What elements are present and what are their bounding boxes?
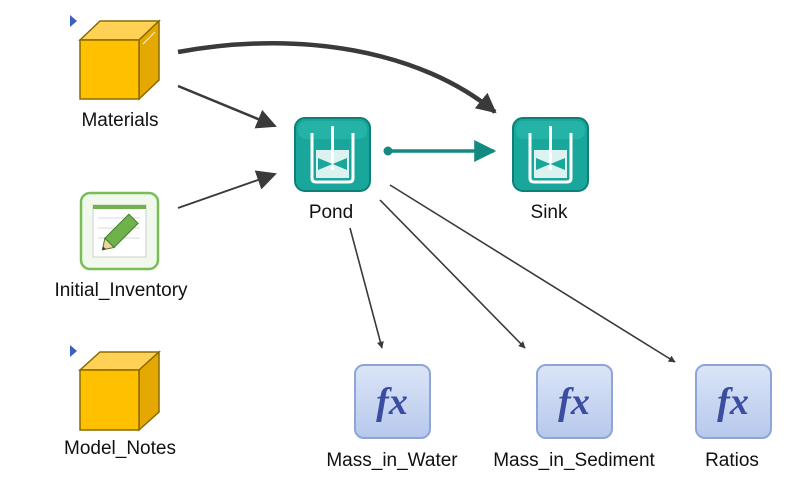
fx-icon: fx [536, 364, 613, 439]
link-pond-to-mass-in-water[interactable] [349, 227, 384, 349]
label-mass-in-sediment: Mass_in_Sediment [493, 450, 655, 471]
svg-text:fx: fx [717, 381, 749, 423]
label-model-notes: Model_Notes [64, 438, 176, 459]
pencil-icon [79, 191, 160, 271]
link-materials-to-pond[interactable] [177, 84, 277, 129]
beaker-icon [512, 117, 589, 192]
box-icon [78, 350, 161, 432]
svg-text:fx: fx [376, 381, 408, 423]
node-materials[interactable] [70, 15, 161, 101]
label-sink: Sink [530, 202, 568, 223]
expand-triangle-icon[interactable] [70, 15, 77, 27]
node-sink[interactable] [512, 117, 589, 192]
link-initial-inventory-to-pond[interactable] [177, 170, 277, 209]
node-pond[interactable] [294, 117, 371, 192]
node-ratios[interactable]: fx [695, 364, 772, 439]
node-model-notes[interactable] [70, 345, 161, 432]
link-materials-to-sink[interactable] [177, 41, 497, 114]
fx-icon: fx [354, 364, 431, 439]
svg-text:fx: fx [558, 381, 590, 423]
label-mass-in-water: Mass_in_Water [326, 450, 458, 471]
label-ratios: Ratios [705, 450, 759, 471]
fx-icon: fx [695, 364, 772, 439]
link-pond-to-sink[interactable] [383, 140, 497, 162]
links [177, 41, 676, 363]
label-initial-inventory: Initial_Inventory [54, 280, 188, 301]
node-mass-in-water[interactable]: fx [354, 364, 431, 439]
link-pond-to-mass-in-sediment[interactable] [379, 199, 526, 349]
node-mass-in-sediment[interactable]: fx [536, 364, 613, 439]
label-materials: Materials [81, 110, 159, 131]
label-pond: Pond [308, 202, 354, 223]
expand-triangle-icon[interactable] [70, 345, 77, 357]
beaker-icon [294, 117, 371, 192]
link-pond-to-ratios[interactable] [389, 184, 676, 363]
node-initial-inventory[interactable] [79, 191, 160, 271]
box-icon [78, 19, 161, 101]
